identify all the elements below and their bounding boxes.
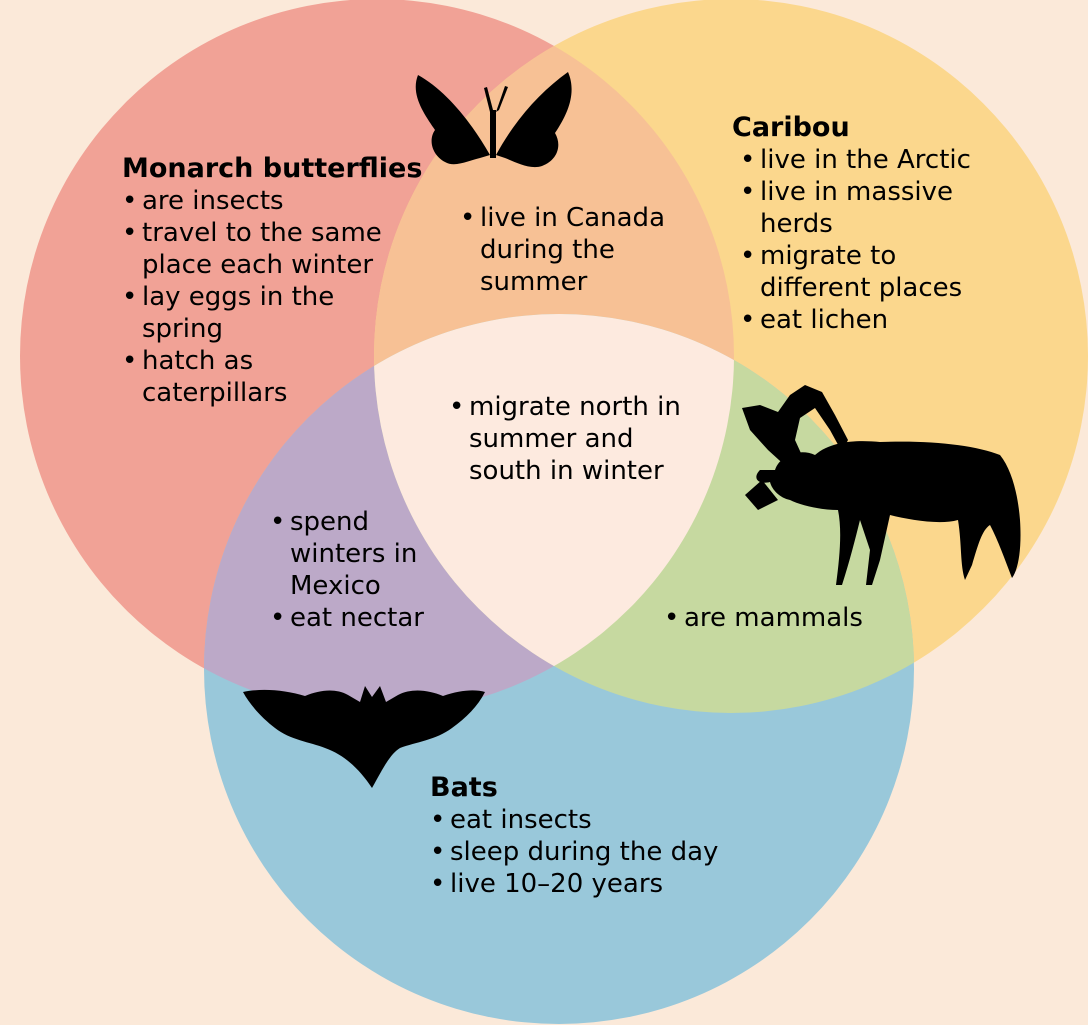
list-item: migrate north in summer and south in win… (449, 391, 689, 487)
butterflies-title: Monarch butterflies (122, 153, 442, 185)
list-item: travel to the same place each winter (122, 217, 390, 281)
list-item: eat lichen (740, 304, 1022, 336)
caribou-bats-group: are mammals (664, 602, 884, 634)
list-item: lay eggs in the spring (122, 281, 372, 345)
caribou-group: Caribou live in the Arctic live in massi… (732, 112, 1022, 336)
list-item: live in the Arctic (740, 144, 1022, 176)
list-item: hatch as caterpillars (122, 345, 342, 409)
list-item: spend winters in Mexico (270, 506, 418, 602)
butterflies-caribou-group: live in Canada during the summer (460, 202, 670, 298)
list-item: eat nectar (270, 602, 445, 634)
caribou-title: Caribou (732, 112, 1022, 144)
list-item: live in Canada during the summer (460, 202, 670, 298)
bats-group: Bats eat insects sleep during the day li… (430, 772, 770, 900)
butterflies-group: Monarch butterflies are insects travel t… (122, 153, 442, 409)
list-item: migrate to different places (740, 240, 1010, 304)
center-group: migrate north in summer and south in win… (449, 391, 689, 487)
bats-title: Bats (430, 772, 770, 804)
butterflies-bats-group: spend winters in Mexico eat nectar (270, 506, 445, 634)
list-item: eat insects (430, 804, 770, 836)
list-item: live in massive herds (740, 176, 990, 240)
list-item: live 10–20 years (430, 868, 770, 900)
list-item: sleep during the day (430, 836, 770, 868)
list-item: are mammals (664, 602, 884, 634)
list-item: are insects (122, 185, 442, 217)
